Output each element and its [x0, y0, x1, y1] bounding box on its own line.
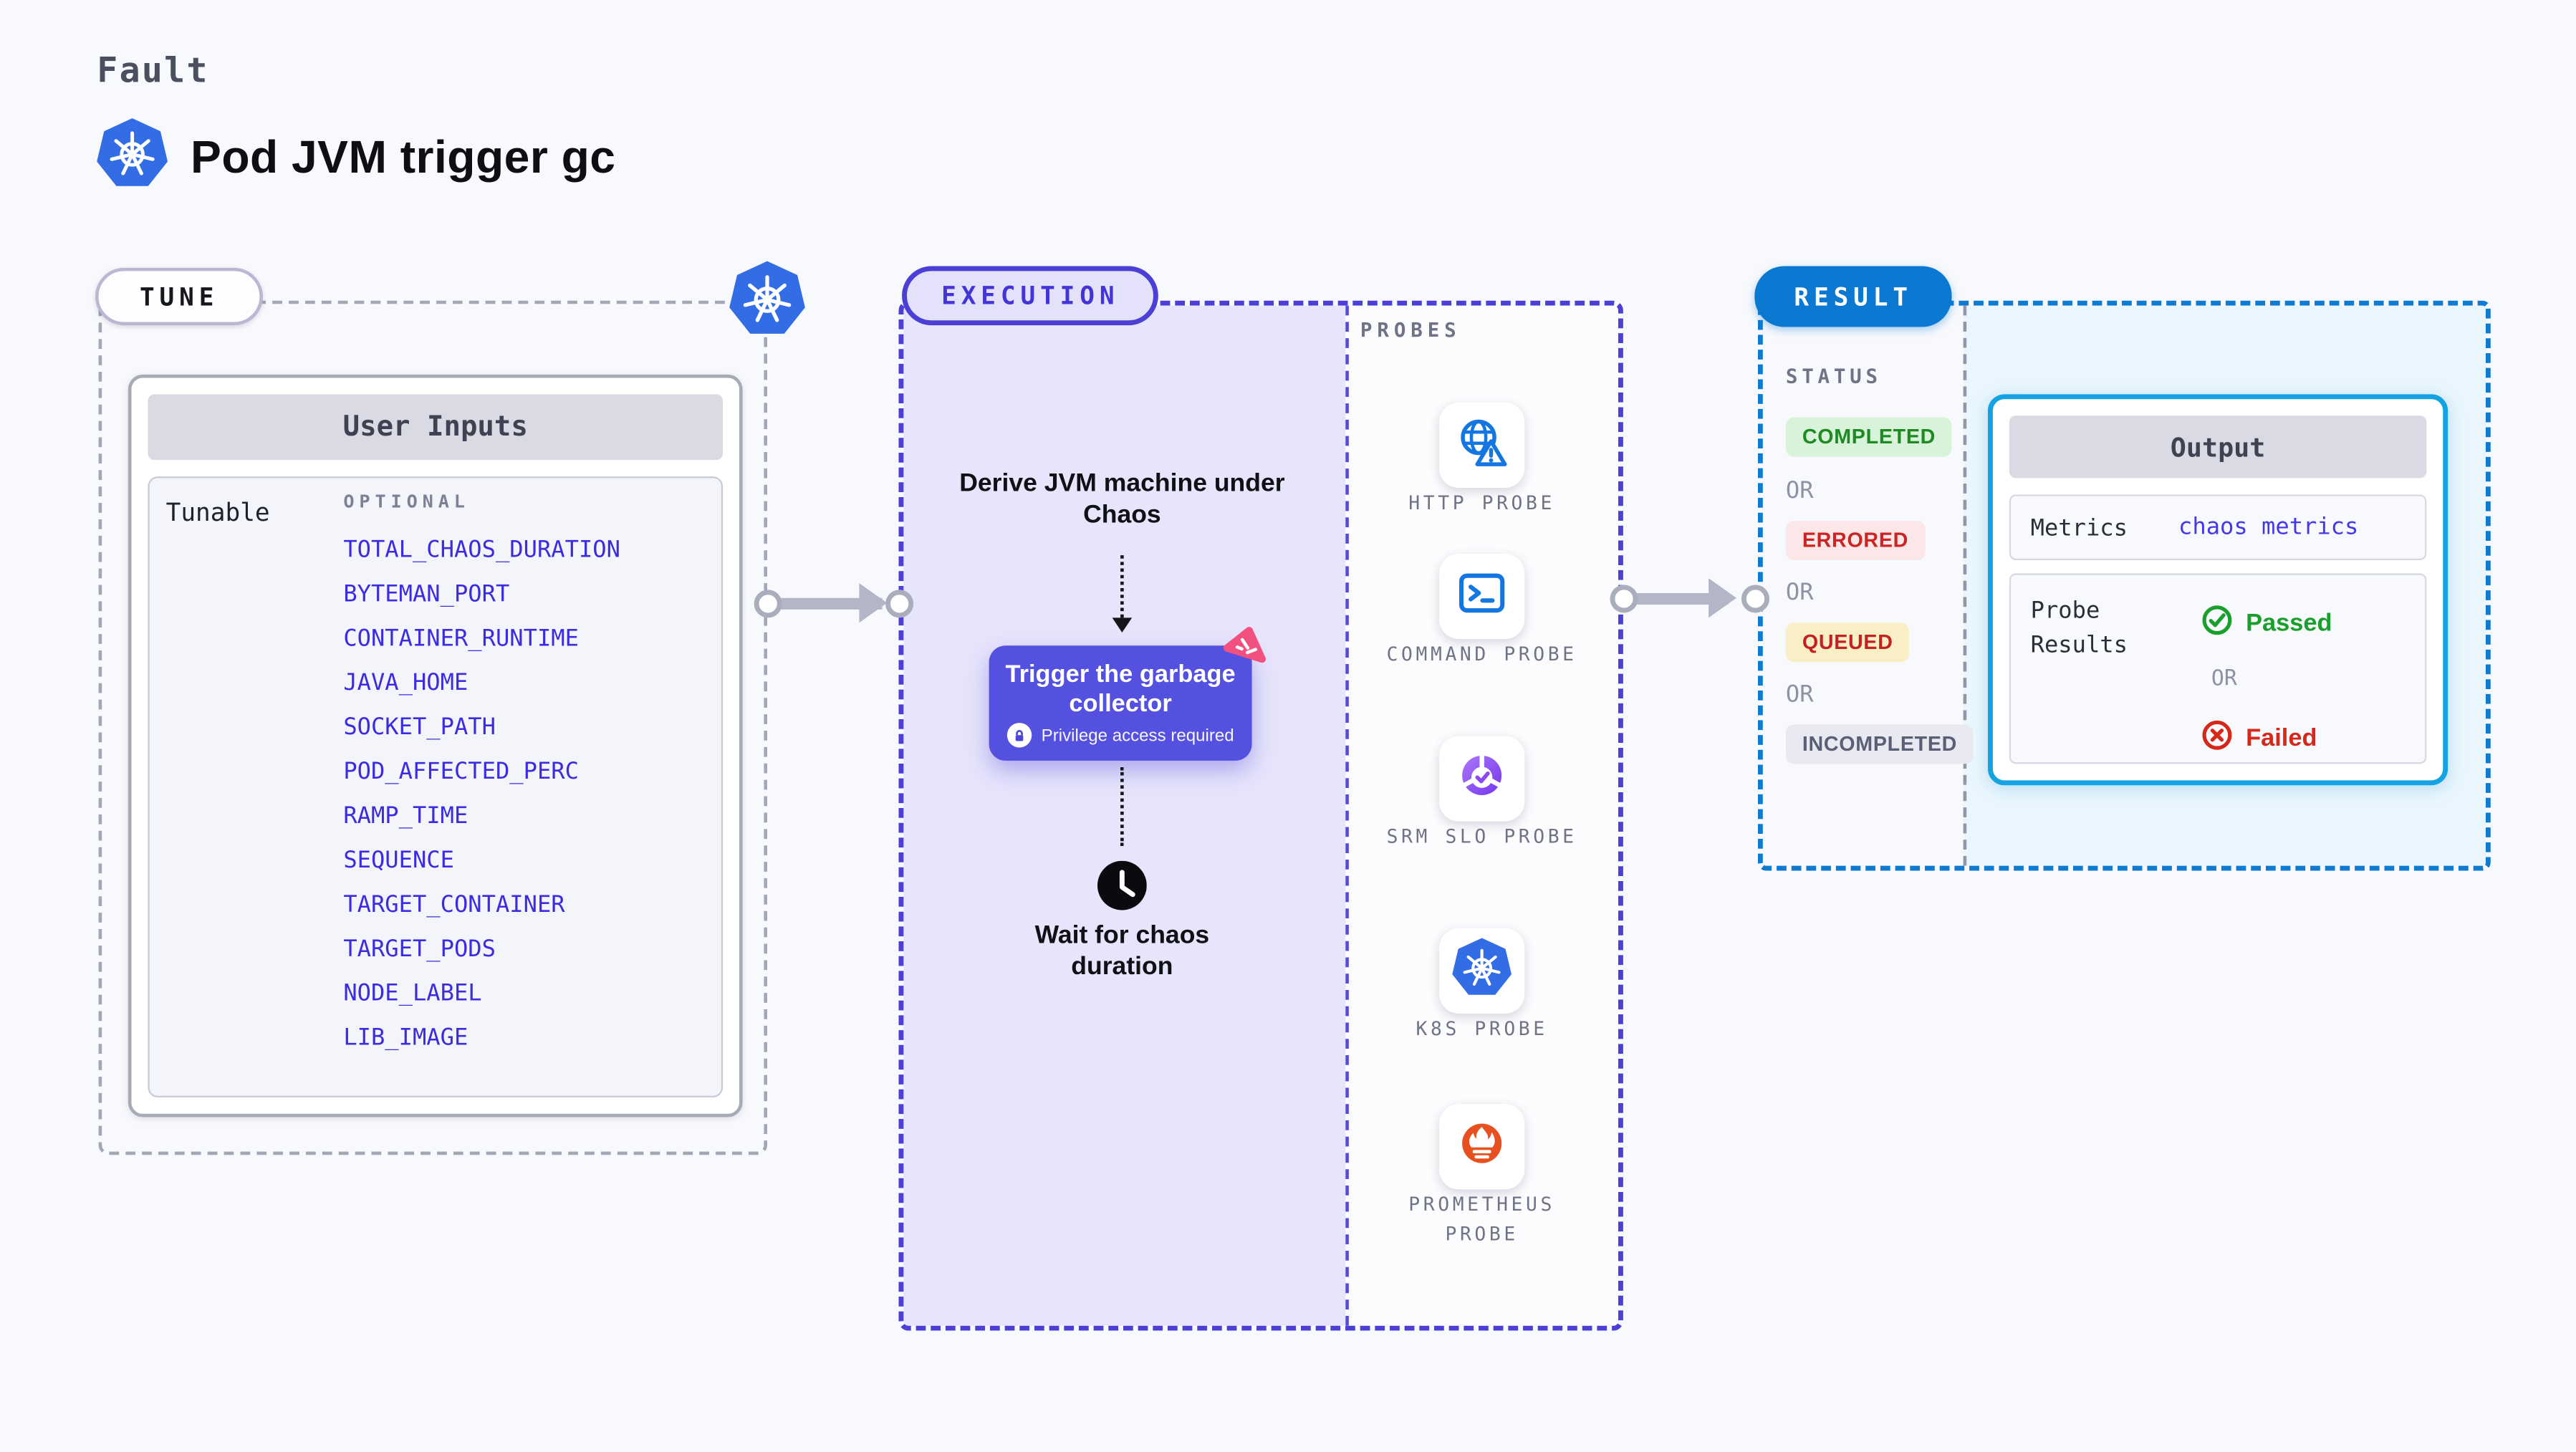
- or-separator: OR: [1785, 681, 1814, 708]
- param-link[interactable]: TARGET_PODS: [343, 936, 496, 963]
- arrow-down-icon: [1112, 617, 1133, 633]
- k8s-probe-label: K8S PROBE: [1416, 1016, 1548, 1040]
- result-divider: [1963, 305, 1967, 866]
- param-link[interactable]: CONTAINER_RUNTIME: [343, 625, 579, 653]
- page-title-row: Pod JVM trigger gc: [97, 118, 615, 197]
- trigger-gc-action[interactable]: Trigger the garbage collector Privilege …: [989, 645, 1252, 761]
- execution-probes-divider: [1345, 305, 1349, 1326]
- failed-result: Failed: [2201, 720, 2317, 758]
- flow-connector: [1120, 767, 1124, 847]
- globe-alert-icon: [1452, 411, 1512, 479]
- tune-badge: TUNE: [95, 267, 264, 326]
- connector-endpoint-dot: [1610, 585, 1638, 613]
- execution-badge: EXECUTION: [902, 266, 1159, 326]
- srm-slo-probe-label: SRM SLO PROBE: [1386, 824, 1577, 848]
- derive-jvm-step-label: Derive JVM machine under Chaos: [959, 469, 1285, 530]
- kubernetes-icon: [97, 118, 168, 197]
- execution-flow-area: [903, 305, 1346, 1326]
- param-link[interactable]: POD_AFFECTED_PERC: [343, 759, 579, 786]
- metrics-row: Metrics chaos metrics: [2009, 494, 2427, 561]
- clock-icon: [1097, 860, 1147, 910]
- prometheus-icon: [1452, 1113, 1512, 1181]
- output-panel: Output Metrics chaos metrics Probe Resul…: [1988, 394, 2448, 786]
- status-badge-completed: COMPLETED: [1785, 417, 1952, 457]
- x-circle-icon: [2201, 720, 2233, 758]
- prometheus-probe-label: PROMETHEUS PROBE: [1408, 1193, 1555, 1246]
- fault-kicker: Fault: [97, 51, 209, 91]
- connector-endpoint-dot: [885, 590, 914, 618]
- slo-gauge-icon: [1452, 745, 1512, 812]
- tune-section-box: [98, 300, 768, 1155]
- connector-endpoint-dot: [1741, 585, 1769, 613]
- status-badge-incompleted: INCOMPLETED: [1785, 724, 1974, 764]
- page-title: Pod JVM trigger gc: [191, 131, 616, 183]
- tune-to-execution-connector: [774, 597, 883, 610]
- k8s-probe-card[interactable]: [1439, 928, 1525, 1014]
- param-link[interactable]: JAVA_HOME: [343, 670, 468, 697]
- probe-results-row: Probe Results Passed OR: [2009, 573, 2427, 764]
- user-inputs-title: User Inputs: [148, 394, 724, 461]
- chaos-experiment-icon: [1221, 626, 1267, 672]
- param-link[interactable]: RAMP_TIME: [343, 803, 468, 830]
- param-link[interactable]: SOCKET_PATH: [343, 714, 496, 741]
- arrow-right-icon: [1708, 578, 1737, 618]
- status-section-label: STATUS: [1785, 365, 1882, 388]
- probes-section-label: PROBES: [1360, 318, 1461, 342]
- lock-icon: [1006, 723, 1032, 748]
- result-badge: RESULT: [1754, 266, 1952, 327]
- param-link[interactable]: BYTEMAN_PORT: [343, 581, 510, 608]
- http-probe-label: HTTP PROBE: [1408, 491, 1555, 514]
- param-link[interactable]: TARGET_CONTAINER: [343, 892, 565, 919]
- srm-slo-probe-card[interactable]: [1439, 736, 1525, 822]
- or-separator: OR: [1785, 580, 1814, 607]
- tunable-row-label: Tunable: [165, 497, 270, 528]
- probe-results-label: Probe Results: [2030, 597, 2128, 659]
- command-probe-label: COMMAND PROBE: [1386, 642, 1577, 665]
- status-badge-errored: ERRORED: [1785, 521, 1925, 561]
- status-badge-queued: QUEUED: [1785, 622, 1910, 663]
- passed-result: Passed: [2201, 605, 2332, 643]
- or-separator: OR: [1785, 478, 1814, 505]
- passed-label: Passed: [2246, 609, 2332, 638]
- command-probe-card[interactable]: [1439, 553, 1525, 640]
- probes-to-result-connector: [1630, 592, 1729, 605]
- param-link[interactable]: TOTAL_CHAOS_DURATION: [343, 537, 620, 564]
- wait-duration-step-label: Wait for chaos duration: [1034, 921, 1210, 982]
- privilege-note: Privilege access required: [1041, 725, 1234, 746]
- param-link[interactable]: NODE_LABEL: [343, 981, 482, 1007]
- failed-label: Failed: [2246, 724, 2317, 753]
- kubernetes-icon: [729, 258, 805, 340]
- connector-endpoint-dot: [754, 590, 782, 618]
- trigger-gc-label: Trigger the garbage collector: [1005, 660, 1236, 718]
- flow-connector: [1120, 555, 1124, 618]
- http-probe-card[interactable]: [1439, 402, 1525, 489]
- optional-column-label: OPTIONAL: [343, 491, 470, 513]
- param-link[interactable]: LIB_IMAGE: [343, 1025, 468, 1052]
- or-separator: OR: [2211, 667, 2237, 692]
- user-inputs-card: User Inputs Tunable OPTIONAL TOTAL_CHAOS…: [128, 374, 743, 1117]
- terminal-icon: [1454, 564, 1510, 628]
- prometheus-probe-card[interactable]: [1439, 1104, 1525, 1190]
- tunable-panel: Tunable OPTIONAL TOTAL_CHAOS_DURATION BY…: [148, 476, 724, 1097]
- arrow-right-icon: [859, 583, 888, 623]
- kubernetes-icon: [1452, 937, 1512, 1004]
- check-circle-icon: [2201, 605, 2233, 643]
- param-link[interactable]: SEQUENCE: [343, 847, 454, 875]
- metrics-label: Metrics: [2030, 516, 2128, 542]
- chaos-metrics-link[interactable]: chaos metrics: [2178, 514, 2359, 541]
- output-title: Output: [2009, 415, 2427, 479]
